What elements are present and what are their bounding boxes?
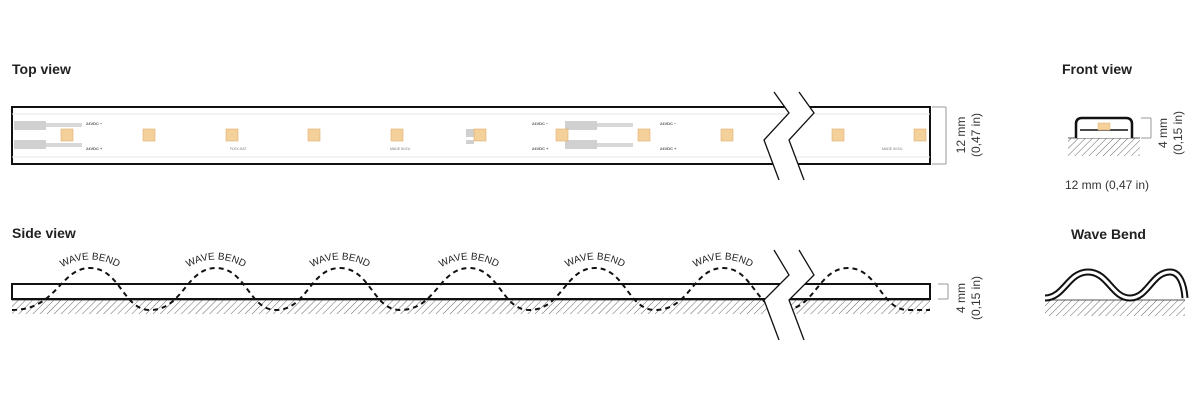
- wave-ground-hatch: [1045, 300, 1185, 316]
- side-height-mm: 4 mm: [954, 283, 968, 313]
- label-plus-left: 24VDC +: [86, 146, 103, 151]
- break-mark-top: [763, 91, 815, 181]
- solder-pads-left: [14, 121, 82, 149]
- wave-bend-dashed-path: [11, 266, 930, 312]
- break-mark-side: [763, 249, 815, 341]
- front-width: 12 mm (0,47 in): [1065, 178, 1149, 192]
- solder-pads-middle: [466, 121, 633, 149]
- side-ground-hatch: [12, 300, 930, 314]
- led-chip: [555, 128, 569, 142]
- led-group: [60, 128, 927, 142]
- front-led: [1097, 122, 1111, 131]
- wave-bend-label: WAVE BEND: [437, 251, 500, 270]
- side-strip-outline: [11, 283, 931, 300]
- print-made-in-eu: MADE IN EU: [390, 147, 411, 151]
- led-chip: [142, 128, 156, 142]
- print-flex-sat: FLEX-SAT: [230, 147, 247, 151]
- led-chip: [637, 128, 651, 142]
- led-chip: [473, 128, 487, 142]
- front-ground-hatch: [1068, 138, 1140, 156]
- top-height-in: (0,47 in): [969, 113, 983, 157]
- label-minus-left: 24VDC −: [86, 121, 103, 126]
- led-chip: [720, 128, 734, 142]
- led-chip: [831, 128, 845, 142]
- led-chip: [307, 128, 321, 142]
- led-chip: [390, 128, 404, 142]
- heading-wave-bend: Wave Bend: [1071, 226, 1146, 242]
- front-height-mm: 4 mm: [1156, 118, 1170, 148]
- top-height-mm: 12 mm: [954, 117, 968, 154]
- led-chip: [913, 128, 927, 142]
- side-height-dimension: 4 mm (0,15 in): [938, 276, 983, 320]
- label-minus-mid-b: 24VDC −: [660, 121, 677, 126]
- heading-side-view: Side view: [12, 225, 76, 241]
- led-chip: [225, 128, 239, 142]
- label-plus-mid-a: 24VDC +: [532, 146, 549, 151]
- label-minus-mid-a: 24VDC −: [532, 121, 549, 126]
- wave-bend-icon: [1044, 268, 1189, 316]
- led-chip: [60, 128, 74, 142]
- heading-front-view: Front view: [1062, 61, 1133, 77]
- wave-bend-label: WAVE BEND: [691, 251, 754, 270]
- front-height-dimension: 4 mm (0,15 in): [1141, 111, 1185, 155]
- side-height-in: (0,15 in): [969, 276, 983, 320]
- front-height-in: (0,15 in): [1171, 111, 1185, 155]
- top-view-strip: 24VDC − 24VDC + 24VDC − 24VDC + 24VDC − …: [11, 91, 983, 181]
- top-height-dimension: 12 mm (0,47 in): [932, 106, 983, 165]
- wave-strip-inner: [1044, 270, 1187, 300]
- wave-bend-label: WAVE BEND: [184, 251, 247, 270]
- heading-top-view: Top view: [12, 61, 71, 77]
- label-plus-mid-b: 24VDC +: [660, 146, 677, 151]
- front-view: 4 mm (0,15 in) 12 mm (0,47 in): [1065, 111, 1185, 192]
- print-made-in-eu-right: MADE IN EU: [882, 147, 903, 151]
